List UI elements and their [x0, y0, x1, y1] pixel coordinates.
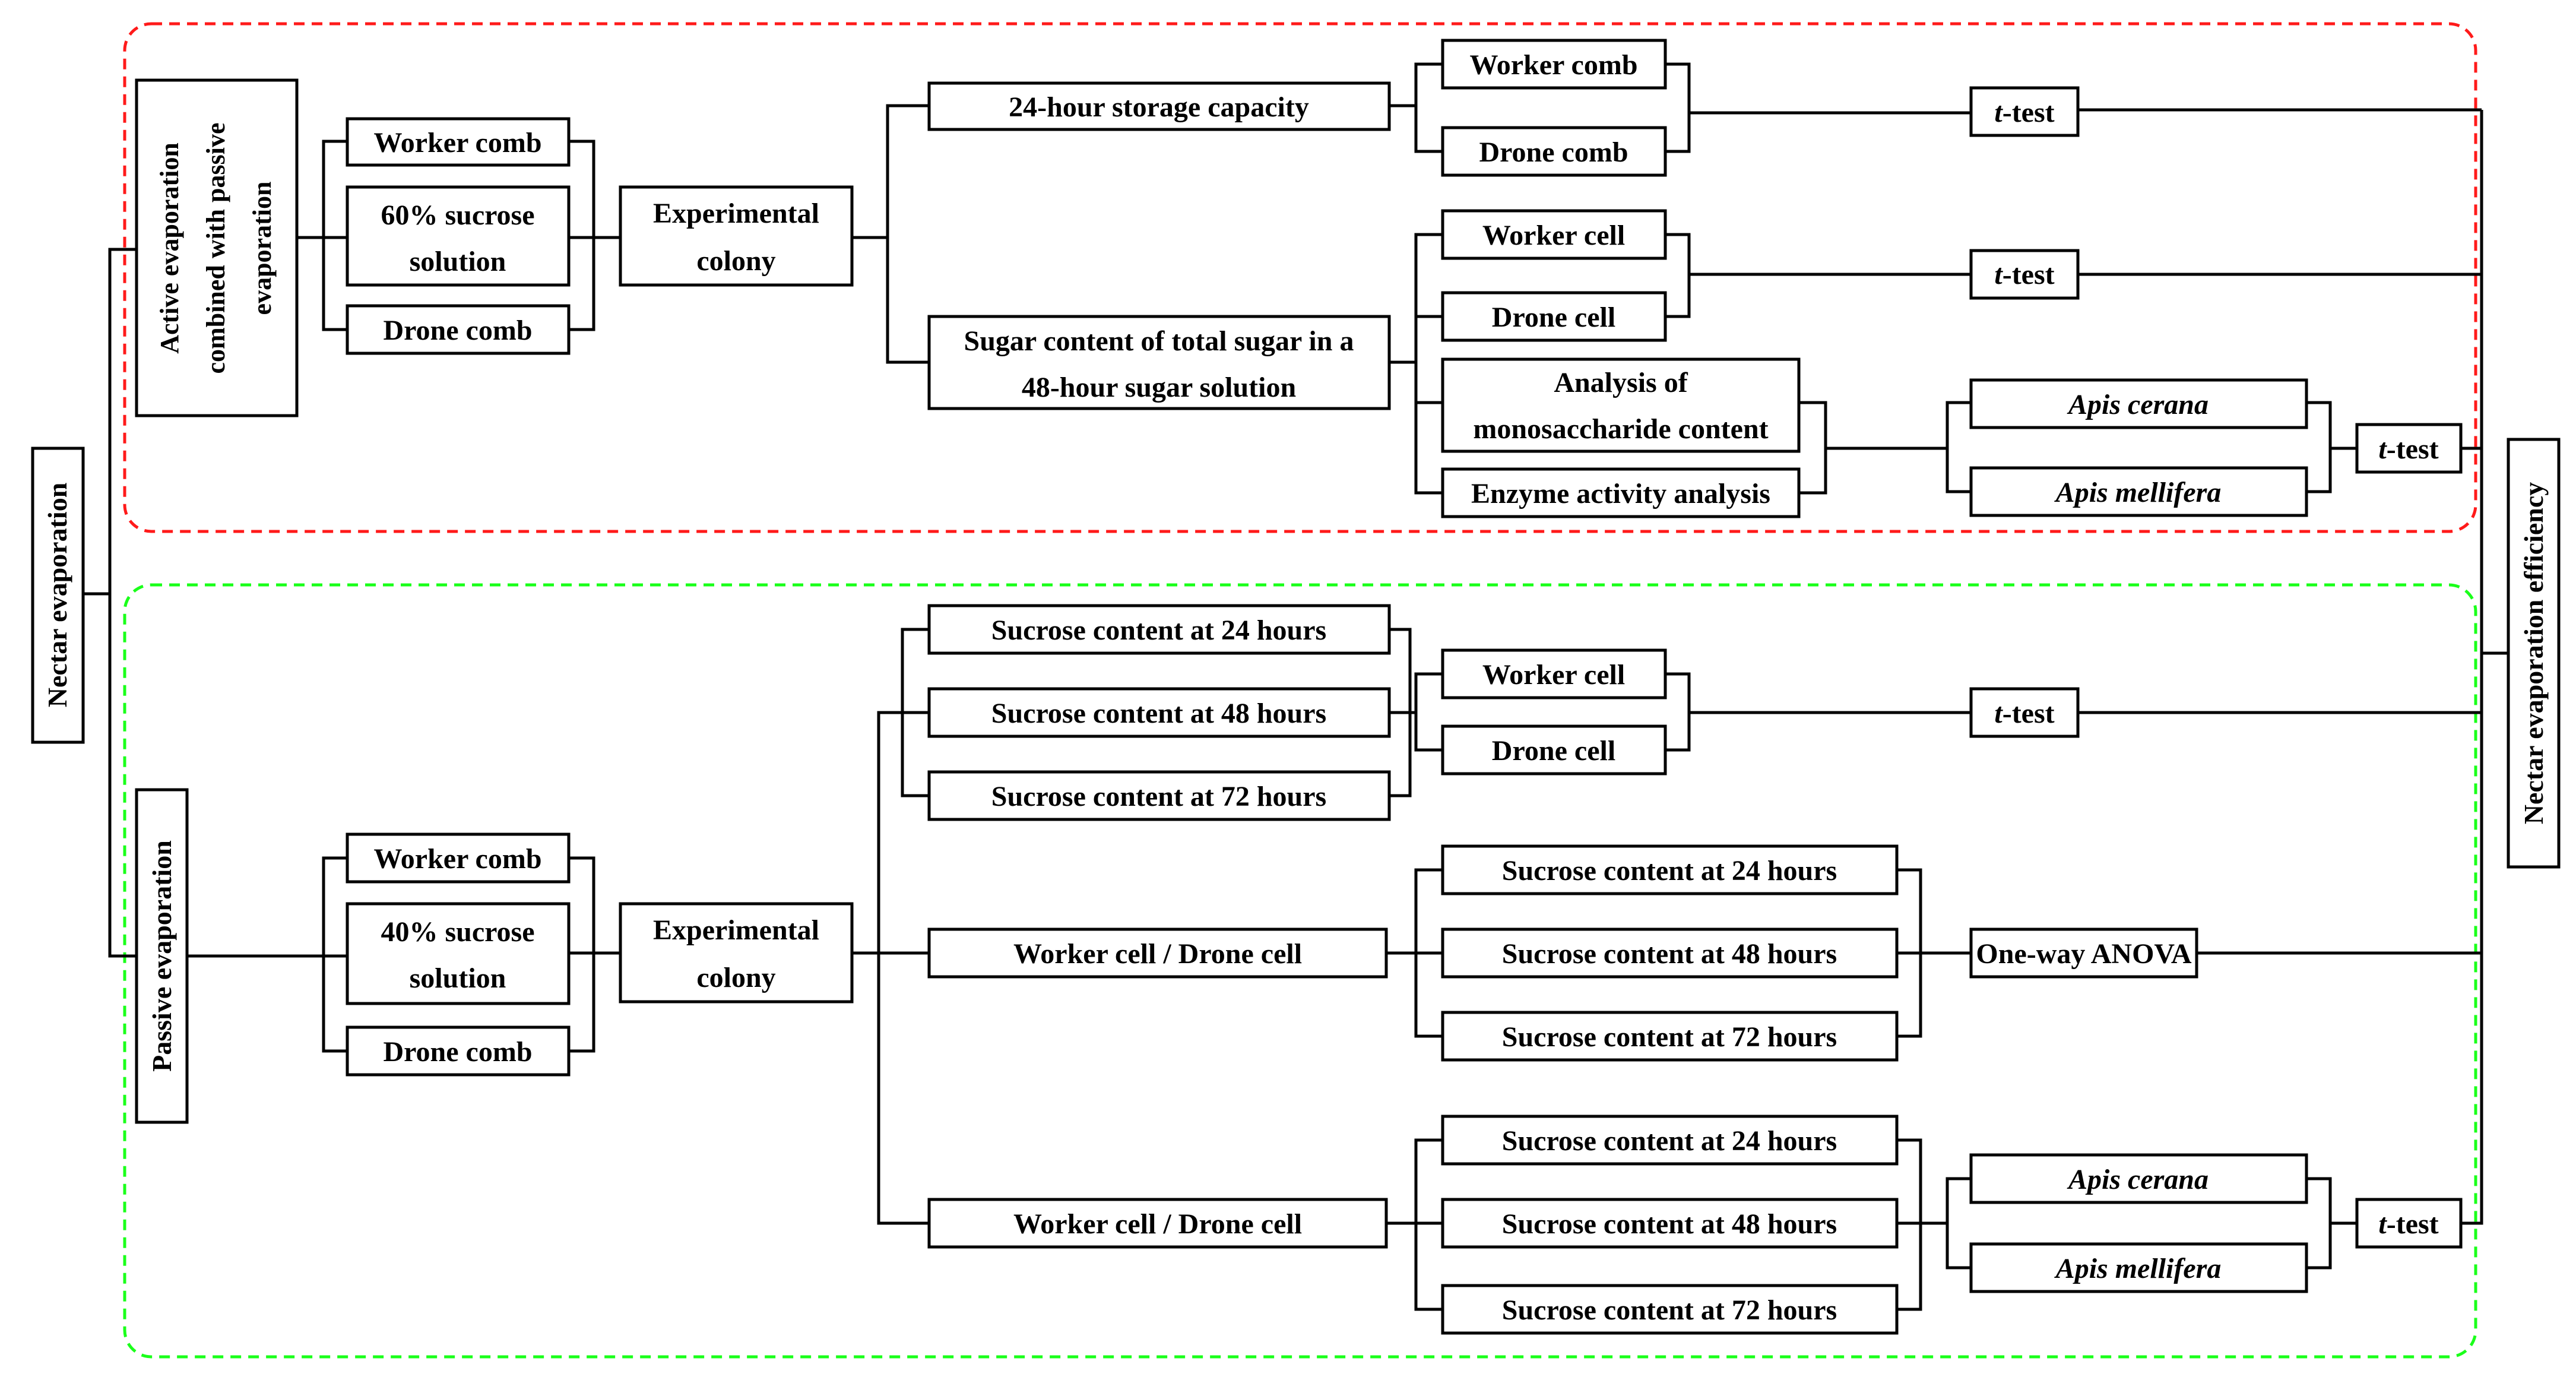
passive-species-t-test-box — [2355, 1198, 2463, 1249]
sucrose-48h-box — [927, 687, 1391, 738]
passive-apis-cerana-box — [1969, 1153, 2308, 1204]
wd2-sucrose-24h-box — [1441, 1115, 1899, 1166]
anova-label: One-way ANOVA — [1976, 938, 2191, 970]
wd1-sucrose-72h-label: Sucrose content at 72 hours — [1502, 1021, 1837, 1053]
wd1-sucrose-48h-box — [1441, 928, 1899, 979]
passive-apis-mellifera-box — [1969, 1242, 2308, 1293]
active-solution-line1: 60% sucrose — [381, 200, 534, 231]
passive-drone-comb-box — [346, 1025, 571, 1077]
active-worker-cell-box — [1441, 209, 1667, 260]
storage-t-test-label: t-test — [1994, 97, 2054, 128]
root-label: Nectar evaporation — [42, 483, 72, 708]
connectors — [83, 62, 2508, 1311]
worker-drone-cell-label-2: Worker cell / Drone cell — [1013, 1208, 1302, 1240]
active-colony-line1: Experimental — [653, 198, 819, 229]
active-drone-comb-label: Drone comb — [383, 315, 532, 346]
wd2-sucrose-48h-label: Sucrose content at 48 hours — [1502, 1208, 1837, 1240]
enzyme-activity-box — [1441, 467, 1801, 518]
active-evaporation-group — [123, 22, 2477, 533]
enzyme-activity-label: Enzyme activity analysis — [1471, 478, 1770, 509]
active-drone-comb-box — [346, 304, 571, 355]
passive-cell-t-test-label: t-test — [1994, 698, 2054, 729]
monosaccharide-line1: Analysis of — [1554, 367, 1688, 398]
sucrose-48h-label: Sucrose content at 48 hours — [991, 698, 1326, 729]
wd2-sucrose-72h-label: Sucrose content at 72 hours — [1502, 1294, 1837, 1326]
wd1-sucrose-24h-label: Sucrose content at 24 hours — [1502, 855, 1837, 887]
active-apis-mellifera-label: Apis mellifera — [2054, 477, 2222, 508]
anova-box — [1969, 928, 2198, 979]
worker-drone-cell-label-1: Worker cell / Drone cell — [1013, 938, 1302, 970]
active-colony-line2: colony — [696, 245, 775, 277]
root-box — [31, 447, 85, 744]
storage-capacity-box — [927, 81, 1391, 131]
active-apis-mellifera-box — [1969, 466, 2308, 517]
worker-drone-cell-box-1 — [927, 928, 1388, 979]
species-t-test-box — [2355, 423, 2463, 474]
passive-drone-cell-label: Drone cell — [1492, 735, 1615, 767]
passive-colony-line1: Experimental — [653, 914, 819, 946]
active-title-box — [135, 78, 299, 417]
passive-worker-comb-label: Worker comb — [373, 843, 541, 875]
storage-drone-comb-box — [1441, 126, 1667, 177]
monosaccharide-line2: monosaccharide content — [1473, 413, 1768, 445]
storage-capacity-label: 24-hour storage capacity — [1009, 91, 1309, 123]
wd1-sucrose-72h-box — [1441, 1011, 1899, 1062]
active-colony-box — [619, 185, 854, 287]
storage-worker-comb-label: Worker comb — [1469, 49, 1637, 81]
passive-drone-comb-label: Drone comb — [383, 1036, 532, 1068]
passive-drone-cell-box — [1441, 724, 1667, 775]
storage-drone-comb-label: Drone comb — [1479, 137, 1628, 168]
passive-solution-line1: 40% sucrose — [381, 916, 534, 948]
passive-solution-line2: solution — [410, 963, 506, 994]
active-worker-comb-box — [346, 117, 571, 167]
active-worker-cell-label: Worker cell — [1482, 220, 1625, 251]
passive-colony-line2: colony — [696, 962, 775, 993]
sucrose-24h-label: Sucrose content at 24 hours — [991, 615, 1326, 646]
cell-t-test-label: t-test — [1994, 259, 2054, 290]
wd2-sucrose-72h-box — [1441, 1284, 1899, 1335]
passive-worker-cell-box — [1441, 648, 1667, 699]
passive-cell-t-test-box — [1969, 687, 2080, 738]
active-solution-line2: solution — [410, 246, 506, 277]
passive-apis-mellifera-label: Apis mellifera — [2054, 1253, 2222, 1284]
monosaccharide-box — [1441, 357, 1801, 453]
passive-worker-cell-label: Worker cell — [1482, 659, 1625, 691]
passive-worker-comb-box — [346, 832, 571, 884]
passive-title-label: Passive evaporation — [147, 840, 177, 1072]
wd2-sucrose-24h-label: Sucrose content at 24 hours — [1502, 1125, 1837, 1157]
wd1-sucrose-48h-label: Sucrose content at 48 hours — [1502, 938, 1837, 970]
active-solution-box — [346, 185, 571, 287]
species-t-test-label: t-test — [2378, 433, 2438, 465]
active-title-line1: Active evaporation — [155, 143, 184, 354]
sucrose-24h-box — [927, 604, 1391, 655]
active-drone-cell-box — [1441, 291, 1667, 342]
storage-worker-comb-box — [1441, 39, 1667, 90]
passive-colony-box — [619, 902, 854, 1004]
passive-title-box — [135, 788, 189, 1124]
active-title-line2: combined with passive — [201, 123, 230, 374]
active-apis-cerana-label: Apis cerana — [2067, 389, 2209, 420]
active-drone-cell-label: Drone cell — [1492, 302, 1615, 333]
active-title-line3: evaporation — [248, 182, 277, 315]
active-worker-comb-label: Worker comb — [373, 127, 541, 159]
active-apis-cerana-box — [1969, 378, 2308, 429]
passive-species-t-test-label: t-test — [2378, 1208, 2438, 1240]
outcome-box — [2507, 438, 2561, 869]
passive-evaporation-group — [123, 583, 2477, 1359]
cell-t-test-box — [1969, 249, 2080, 300]
worker-drone-cell-box-2 — [927, 1198, 1388, 1249]
wd1-sucrose-24h-box — [1441, 844, 1899, 895]
sucrose-72h-box — [927, 770, 1391, 821]
sucrose-72h-label: Sucrose content at 72 hours — [991, 781, 1326, 812]
outcome-label: Nectar evaporation efficiency — [2518, 482, 2549, 825]
sugar-content-line1: Sugar content of total sugar in a — [964, 325, 1354, 357]
storage-t-test-box — [1969, 86, 2080, 137]
sugar-content-line2: 48-hour sugar solution — [1022, 372, 1296, 403]
sugar-content-box — [927, 315, 1391, 410]
passive-apis-cerana-label: Apis cerana — [2067, 1164, 2209, 1195]
passive-solution-box — [346, 902, 571, 1005]
wd2-sucrose-48h-box — [1441, 1198, 1899, 1249]
